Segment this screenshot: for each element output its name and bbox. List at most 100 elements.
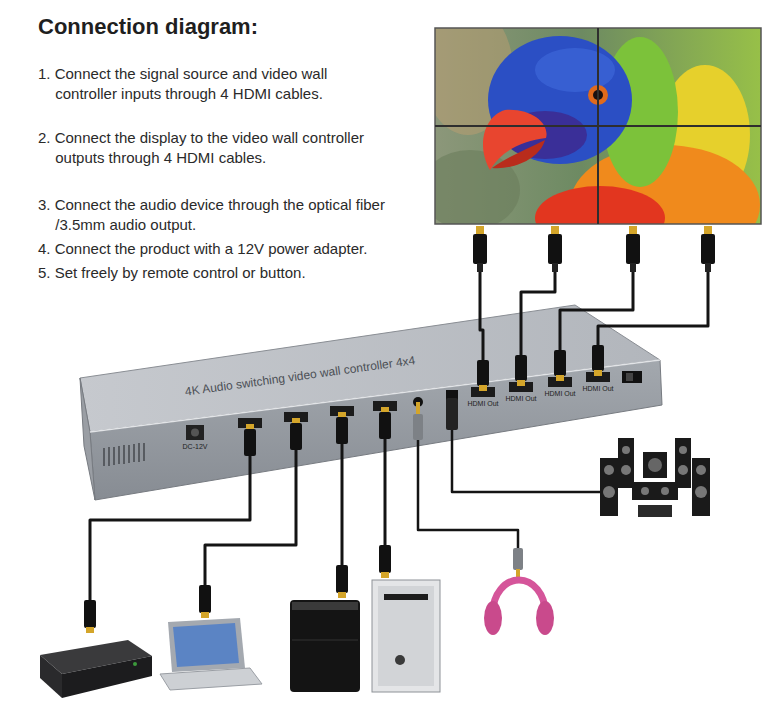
game-console (290, 600, 360, 692)
video-wall (483, 110, 547, 170)
audio-plug (416, 402, 420, 415)
hdmi-plug (290, 423, 302, 450)
speaker-system (621, 465, 631, 475)
instruction-step: 2. Connect the display to the video wall… (38, 128, 385, 167)
controller-housing (90, 360, 662, 500)
hdmi-plug (336, 417, 348, 444)
speaker-system (648, 458, 662, 472)
hdmi-plug (473, 234, 487, 264)
speaker-system (603, 486, 615, 498)
vent-slots (143, 443, 145, 461)
port-label: HDMI Out (467, 400, 498, 408)
hdmi-plug (551, 226, 559, 235)
speaker-system (604, 465, 614, 475)
hdmi-plug (201, 612, 209, 618)
audio-plug (446, 398, 458, 430)
node-text: 4K Audio switching video wall controller… (184, 353, 416, 398)
vent-slots (123, 445, 125, 464)
pc-tower (372, 580, 440, 692)
hdmi-plug (336, 565, 348, 593)
instruction-step: 5. Set freely by remote control or butto… (38, 263, 455, 283)
vent-slots (103, 448, 105, 466)
vent-slots (133, 444, 135, 462)
headphones (484, 580, 554, 635)
vent-slots (138, 443, 140, 462)
speaker-system (641, 487, 649, 495)
hdmi-plug (381, 572, 389, 578)
dc-jack (186, 425, 204, 440)
speaker-system (675, 438, 691, 488)
hdmi-cable (205, 450, 296, 585)
video-wall (435, 125, 761, 127)
speaker-system (618, 438, 634, 488)
hdmi-cable (384, 439, 387, 545)
hdmi-plug (592, 345, 604, 371)
hdmi-plug (473, 226, 715, 272)
hdmi-plug (477, 263, 483, 272)
vent-slots (128, 445, 130, 463)
hdmi-plug (629, 226, 637, 235)
hdmi-cable (480, 272, 483, 360)
speaker-system (600, 438, 710, 517)
set-top-box (40, 655, 62, 698)
dc-jack (186, 425, 204, 440)
audio-plug (413, 414, 423, 440)
hdmi-plug (704, 226, 712, 235)
speaker-system (679, 446, 687, 454)
controller-housing (80, 378, 95, 500)
pc-tower (378, 586, 434, 686)
power-switch (622, 371, 642, 383)
hdmi-plug (244, 429, 256, 456)
hdmi-plug (476, 226, 484, 235)
port-label: HDMI Out (544, 390, 575, 398)
set-top-box (62, 656, 152, 698)
pc-tower (384, 594, 428, 600)
headphones (536, 601, 554, 635)
laptop (168, 618, 245, 672)
laptop (160, 668, 262, 690)
audio-cable (418, 430, 600, 548)
audio-plug (513, 548, 523, 570)
speaker-system (638, 505, 672, 517)
laptop (160, 618, 262, 690)
speaker-system (600, 458, 618, 516)
power-switch (622, 371, 642, 383)
hdmi-plug (477, 360, 489, 386)
video-wall (435, 28, 761, 224)
hdmi-plug (479, 385, 487, 391)
vent-slots (118, 446, 120, 464)
hdmi-plug (705, 263, 711, 272)
controller-label: 4K Audio switching video wall controller… (178, 351, 422, 402)
hdmi-cable (90, 456, 250, 600)
port-label: DC-12V (183, 443, 208, 451)
speaker-system (661, 487, 669, 495)
hdmi-plug (552, 263, 558, 272)
video-wall (535, 48, 615, 92)
hdmi-plug (338, 592, 346, 598)
speaker-system (695, 486, 707, 498)
vent-slots (108, 447, 110, 466)
hdmi-plug (477, 345, 604, 391)
video-wall (420, 5, 761, 265)
dc-jack (191, 429, 199, 437)
video-wall (435, 28, 761, 224)
hdmi-cable (521, 272, 555, 356)
game-console (290, 600, 360, 692)
power-switch (626, 373, 633, 381)
hdmi-plug (199, 585, 211, 613)
speaker-system (643, 452, 667, 478)
audio-cable (418, 440, 518, 548)
hdmi-plug (517, 380, 525, 386)
speaker-system (632, 482, 678, 500)
headphones (493, 580, 545, 612)
hdmi-plug (244, 407, 391, 456)
speaker-system (622, 446, 630, 454)
hdmi-cable (341, 444, 344, 565)
audio-plug (413, 398, 458, 440)
hdmi-plug (556, 375, 564, 381)
controller-housing (80, 305, 662, 500)
pc-tower (395, 655, 405, 665)
hdmi-plug (379, 412, 391, 439)
